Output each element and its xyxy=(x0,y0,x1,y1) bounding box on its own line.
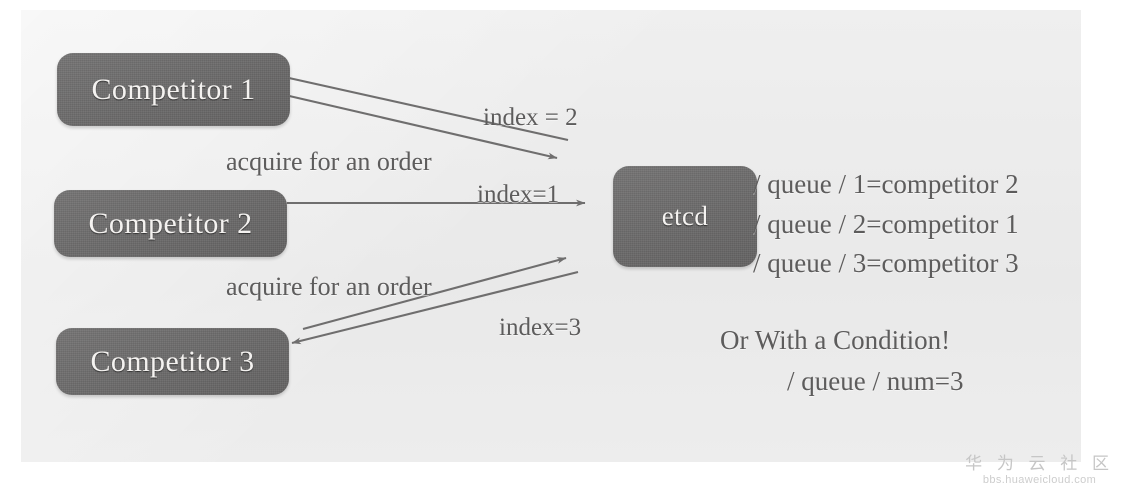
slide-panel: Competitor 1 Competitor 2 Competitor 3 e… xyxy=(21,10,1081,462)
node-competitor-2[interactable]: Competitor 2 xyxy=(54,190,287,257)
edge-label-index-3: index=3 xyxy=(499,314,582,341)
condition-heading: Or With a Condition! xyxy=(720,325,951,355)
edge-label-index-1: index=1 xyxy=(477,181,560,208)
edge-label-acquire-order-2: acquire for an order xyxy=(226,272,432,301)
watermark: 华 为 云 社 区 bbs.huaweicloud.com xyxy=(965,453,1114,488)
node-competitor-1-label: Competitor 1 xyxy=(91,72,256,106)
node-competitor-1[interactable]: Competitor 1 xyxy=(57,53,290,126)
node-etcd-label: etcd xyxy=(661,201,709,231)
edge-label-acquire-order-1: acquire for an order xyxy=(226,147,432,176)
queue-entry-3: / queue / 3=competitor 3 xyxy=(753,248,1019,278)
condition-value: / queue / num=3 xyxy=(787,366,964,396)
watermark-url: bbs.huaweicloud.com xyxy=(982,474,1097,487)
queue-entry-2: / queue / 2=competitor 1 xyxy=(753,209,1019,239)
queue-entry-1: / queue / 1=competitor 2 xyxy=(753,169,1019,199)
node-competitor-3[interactable]: Competitor 3 xyxy=(56,328,289,395)
edge-label-index-2: index = 2 xyxy=(483,104,578,131)
node-etcd[interactable]: etcd xyxy=(613,166,757,267)
node-competitor-3-label: Competitor 3 xyxy=(90,344,255,378)
node-competitor-2-label: Competitor 2 xyxy=(88,206,253,240)
watermark-brand: 华 为 云 社 区 xyxy=(965,454,1114,473)
